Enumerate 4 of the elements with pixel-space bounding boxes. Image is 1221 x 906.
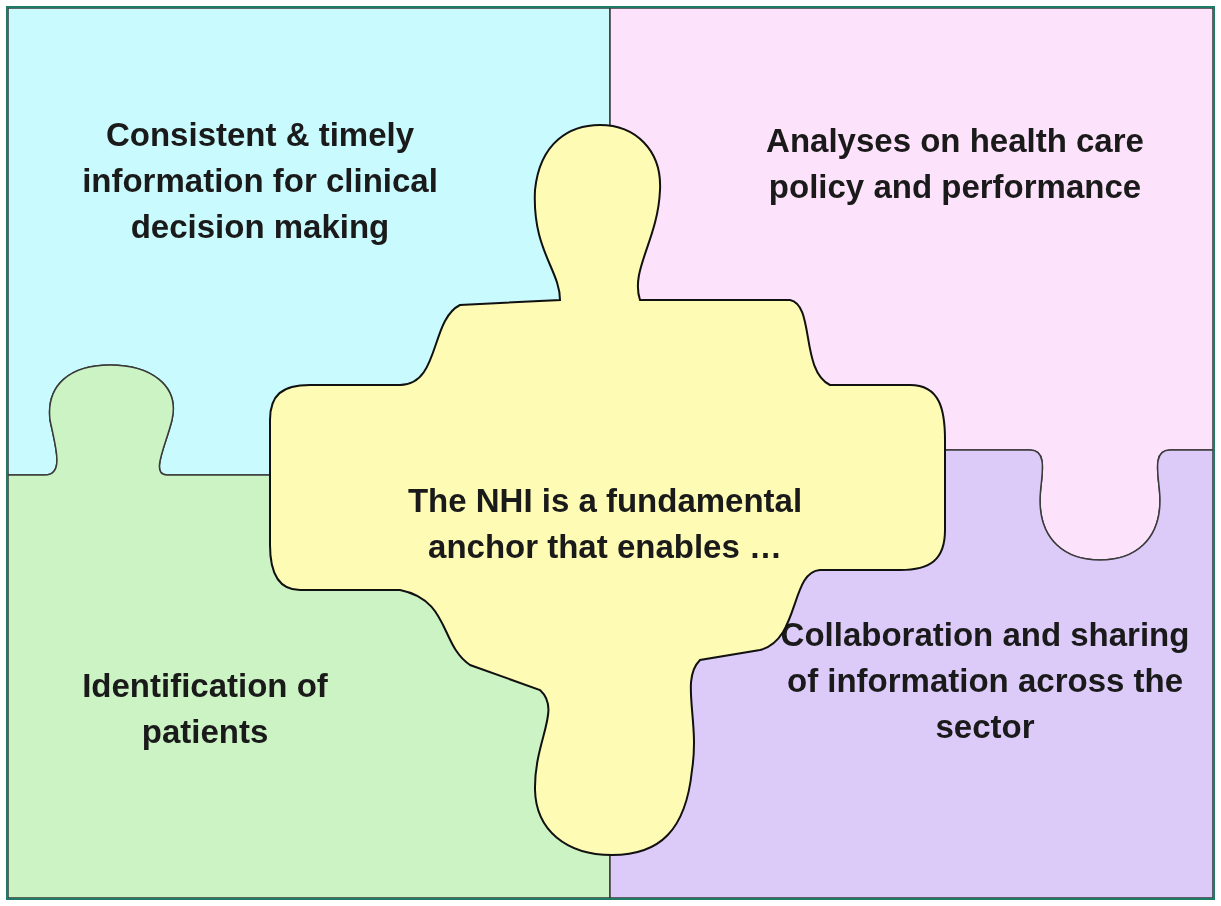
piece-label: Collaboration and sharing of information across the sector: [770, 612, 1200, 750]
piece-text: The NHI is a fundamental anchor that enables …: [406, 481, 804, 567]
piece-label: Identification of patients: [60, 663, 350, 755]
piece-label: Analyses on health care policy and performance: [715, 118, 1195, 210]
